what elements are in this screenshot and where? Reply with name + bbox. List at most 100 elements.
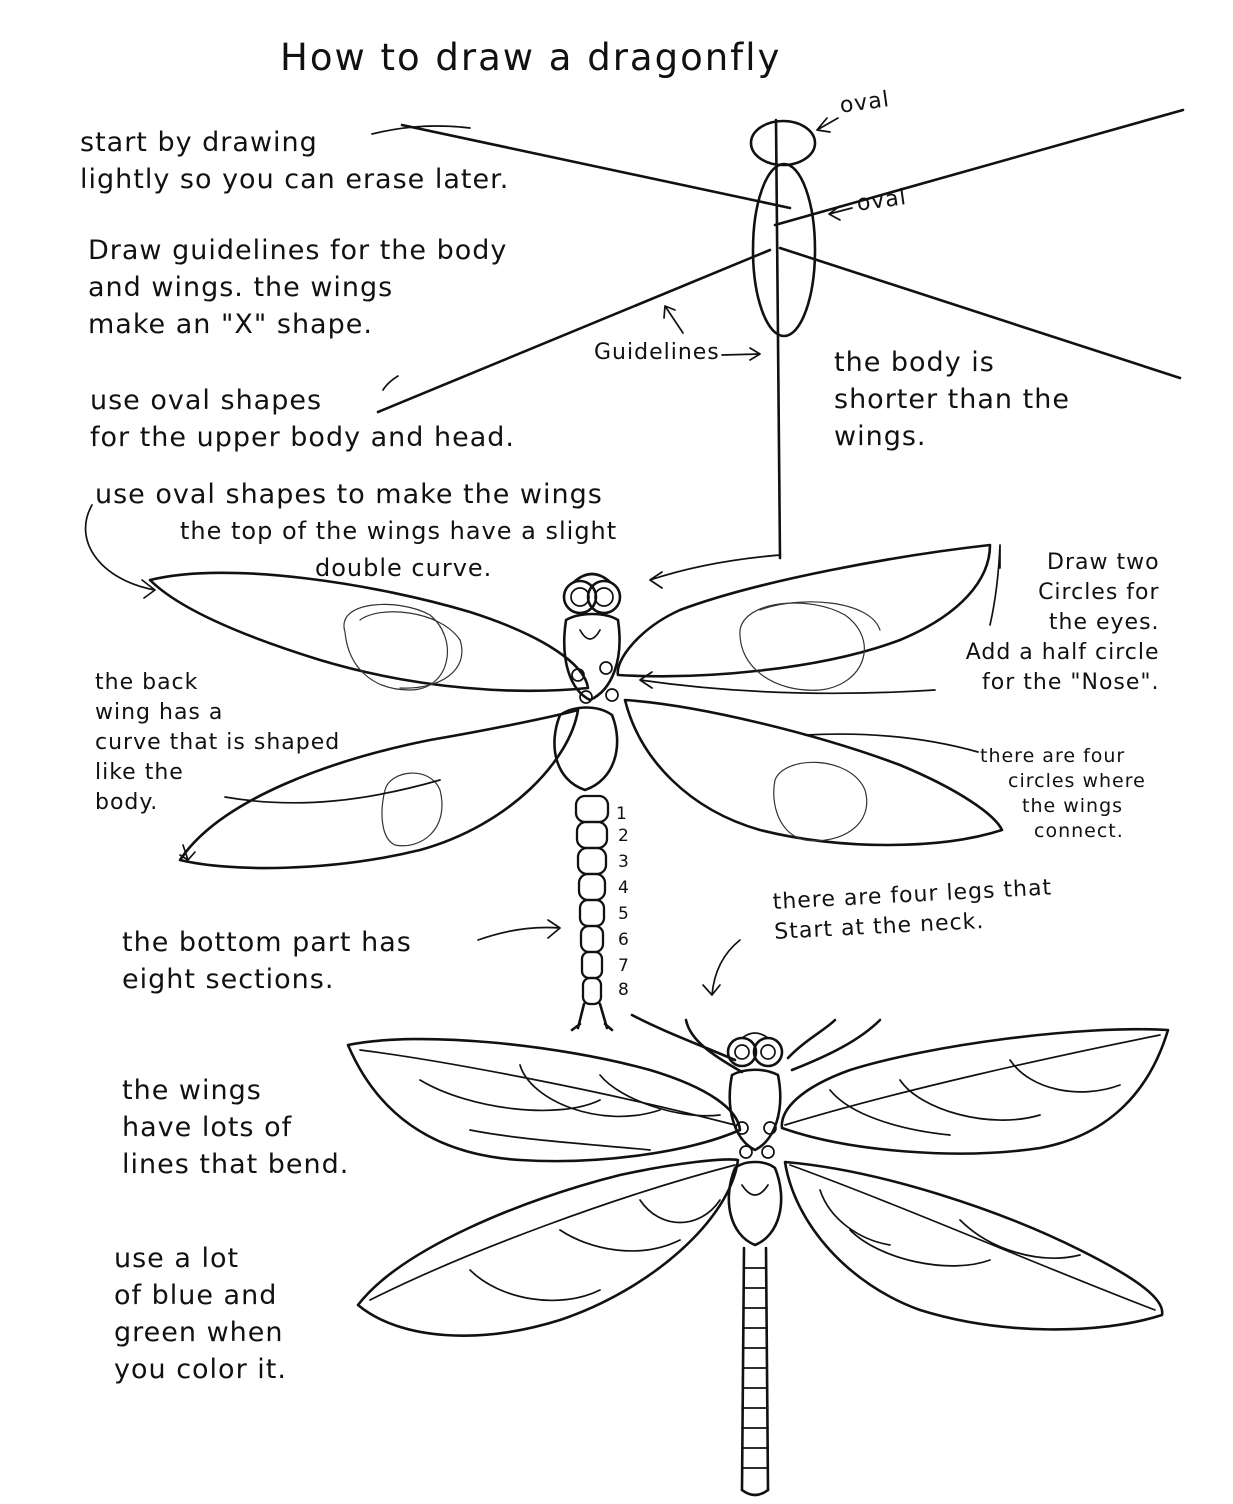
step3-left-eye <box>726 1036 758 1068</box>
wing-connect-circle <box>571 668 585 682</box>
step3-wing-vein <box>899 1079 1041 1121</box>
step2-upper-right-wing <box>616 543 992 678</box>
step2-thorax <box>562 612 621 702</box>
step1-arrow-guideline-left <box>663 305 684 334</box>
step2-upper-body <box>553 706 619 792</box>
step1-arrow-guideline-center <box>721 347 761 361</box>
step3-upper-body <box>727 1160 783 1247</box>
step3-wing-vein <box>599 1074 721 1117</box>
step3-wing-vein <box>469 1129 651 1151</box>
note-oval-shapes: use oval shapes for the upper body and h… <box>90 385 516 453</box>
step1-body-oval <box>751 162 817 338</box>
section-number: 5 <box>618 904 629 924</box>
section-number: 6 <box>618 930 629 950</box>
step1-arrow-oval-head <box>816 117 839 133</box>
step2-wing-sketch-circle <box>381 772 443 847</box>
step1-pointer-start <box>371 125 471 135</box>
step3-right-eye <box>752 1036 784 1068</box>
wing-connect-circle <box>739 1145 753 1159</box>
section-number: 7 <box>618 956 629 976</box>
step3-wing-vein <box>369 1164 736 1301</box>
step3-wing-vein <box>559 1229 681 1252</box>
step2-pointer-wing-left <box>84 504 156 599</box>
step2-pointer-sections <box>477 919 561 941</box>
step1-wing-guideline-left-up <box>400 123 792 210</box>
step3-abdomen <box>740 1246 770 1497</box>
wing-connect-circle <box>599 661 613 675</box>
step3-thorax <box>728 1068 782 1152</box>
wing-connect-circle <box>605 688 619 702</box>
step3-wing-vein <box>519 1064 661 1118</box>
step3-lower-right-wing <box>783 1160 1164 1331</box>
step3-pointer-legs <box>702 939 741 996</box>
wing-connect-circle <box>761 1145 775 1159</box>
step3-finished-dragonfly <box>346 939 1170 1497</box>
step2-thorax-marking <box>579 629 601 640</box>
note-body-shorter: the body is shorter than the wings. <box>834 347 1070 452</box>
step2-nose-half-circle <box>572 572 612 584</box>
step1-arrow-oval-body <box>828 205 853 221</box>
note-wing-ovals: use oval shapes to make the wings the to… <box>95 479 618 582</box>
step3-wing-vein <box>829 1089 951 1136</box>
step1-head-oval <box>749 119 817 167</box>
page-title: How to draw a dragonfly <box>280 36 782 79</box>
step2-wing-sketch-circle <box>343 603 448 691</box>
step3-lower-left-wing <box>356 1158 740 1337</box>
step2-pointer-wing-right <box>649 554 781 589</box>
step1-pointer-ovals <box>382 375 399 391</box>
step2-right-eye <box>586 579 622 615</box>
step2-wing-sketch <box>84 504 1004 1032</box>
note-draw-eyes: Draw two Circles for the eyes. Add a hal… <box>965 550 1160 695</box>
step3-upper-right-wing <box>780 1027 1170 1155</box>
step3-leg <box>630 1013 737 1062</box>
note-color-tips: use a lot of blue and green when you col… <box>114 1243 287 1385</box>
step3-wing-vein <box>959 1219 1081 1259</box>
step1-wing-guideline-right-up <box>773 108 1185 227</box>
step2-pointer-nose <box>639 671 936 695</box>
step3-wing-vein <box>789 1164 1156 1311</box>
note-wing-lines: the wings have lots of lines that bend. <box>122 1075 350 1180</box>
section-number: 2 <box>618 826 629 846</box>
wing-connect-circle <box>763 1121 777 1135</box>
step2-lower-right-wing <box>623 698 1004 847</box>
step3-wing-vein <box>784 1034 1161 1126</box>
step3-upper-left-wing <box>346 1037 742 1163</box>
step2-pointer-circles <box>804 733 979 753</box>
step2-wing-sketch-circle <box>759 601 881 631</box>
step2-abdomen <box>570 794 614 1032</box>
note-start-lightly: start by drawing lightly so you can eras… <box>80 127 510 195</box>
label-guidelines: Guidelines <box>594 340 720 365</box>
section-number: 8 <box>618 980 629 1000</box>
step3-body-marking <box>741 1184 769 1196</box>
step2-pointer-back-wing-tip <box>179 844 196 861</box>
step1-wing-guideline-left-down <box>376 248 772 414</box>
section-number: 3 <box>618 852 629 872</box>
step3-wing-vein <box>639 1199 721 1224</box>
note-draw-guidelines: Draw guidelines for the body and wings. … <box>88 235 508 340</box>
section-number: 1 <box>616 804 627 824</box>
step2-lower-left-wing <box>178 708 580 870</box>
step1-wing-guideline-right-down <box>778 246 1182 380</box>
step2-wing-sketch-circle <box>739 602 865 691</box>
step3-eye-inner <box>760 1044 776 1060</box>
note-wing-circles: there are four circles where the wings c… <box>980 745 1146 842</box>
step3-leg <box>790 1018 882 1072</box>
step3-wing-vein <box>849 1229 991 1267</box>
step1-guideline-sketch <box>371 108 1185 560</box>
note-back-wing: the back wing has a curve that is shaped… <box>95 670 341 815</box>
step3-nose <box>741 1032 769 1039</box>
step2-pointer-back-wing <box>224 779 441 804</box>
wing-connect-circle <box>579 690 593 704</box>
step1-body-guideline <box>774 118 782 560</box>
step3-leg <box>684 1018 744 1074</box>
step3-wing-vein <box>419 1079 601 1112</box>
step2-left-eye <box>562 579 598 615</box>
step3-wing-vein <box>1009 1059 1121 1093</box>
step2-eye-inner <box>570 587 590 607</box>
step2-wing-sketch-circle <box>773 761 868 842</box>
step3-eye-inner <box>734 1044 750 1060</box>
step2-wing-sketch-circle <box>359 611 463 689</box>
wing-connect-circle <box>735 1121 749 1135</box>
